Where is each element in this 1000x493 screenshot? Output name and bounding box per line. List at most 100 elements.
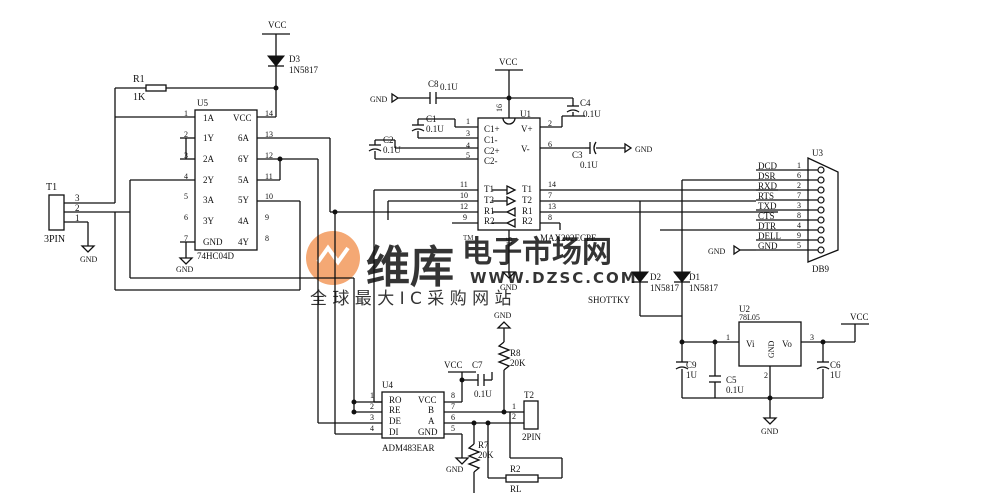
u1-pin16: 16: [495, 104, 504, 112]
d3-ref: D3: [289, 54, 300, 64]
u1-vcc-label: VCC: [499, 57, 518, 67]
u4-part: ADM483EAR: [382, 443, 435, 453]
c7-value: 0.1U: [474, 389, 492, 399]
u1-num-11: 11: [460, 180, 468, 189]
u5-pin-3y: 3Y: [203, 216, 215, 226]
u5-num-14: 14: [265, 109, 273, 118]
u5-pin-2y: 2Y: [203, 175, 215, 185]
connector-t2: T2 2PIN 1 2: [510, 390, 542, 442]
u5-pin-6a: 6A: [238, 133, 250, 143]
c4-value: 0.1U: [583, 109, 601, 119]
u5-num-4: 4: [184, 172, 188, 181]
u5-num-8: 8: [265, 234, 269, 243]
u1-num-8: 8: [548, 213, 552, 222]
u1-pin-t2in: T2: [484, 195, 494, 205]
c3-gnd-label: GND: [635, 145, 653, 154]
t1-pin1: 1: [75, 213, 80, 223]
u5-ref: U5: [197, 98, 208, 108]
c9-value: 1U: [686, 370, 698, 380]
u2-ref: U2: [739, 304, 750, 314]
u4-pin-ro: RO: [389, 395, 402, 405]
u5-pin-gnd: GND: [203, 237, 223, 247]
u1-num-4: 4: [466, 141, 470, 150]
u2-vo: Vo: [782, 339, 792, 349]
watermark-main-text: 维库: [366, 242, 454, 293]
db9-dtr: DTR: [758, 221, 776, 231]
u4-num-8: 8: [451, 391, 455, 400]
db9-num-6: 6: [797, 171, 801, 180]
u1-num-7: 7: [548, 191, 552, 200]
u5-pin-5y: 5Y: [238, 195, 250, 205]
c5-ref: C5: [726, 375, 737, 385]
db9-num-4: 4: [797, 221, 801, 230]
shottky-label: SHOTTKY: [588, 295, 630, 305]
u5-pin-4y: 4Y: [238, 237, 250, 247]
c3-value: 0.1U: [580, 160, 598, 170]
db9-num-9: 9: [797, 231, 801, 240]
d3-vcc-label: VCC: [268, 20, 287, 30]
u5-num-1: 1: [184, 109, 188, 118]
c7-ref: C7: [472, 360, 483, 370]
t2-part: 2PIN: [522, 432, 542, 442]
watermark-slogan: 全 球 最 大 I C 采 购 网 站: [310, 289, 512, 309]
u5-pin-vcc: VCC: [233, 113, 252, 123]
d2-value: 1N5817: [650, 283, 679, 293]
r8-gnd-label: GND: [494, 311, 512, 320]
d3-value: 1N5817: [289, 65, 318, 75]
watermark-url: WWW.DZSC.COM: [470, 269, 638, 287]
u2-gnd: GND: [767, 340, 776, 358]
db9-num-5: 5: [797, 241, 801, 250]
u4-pin-a: A: [428, 416, 435, 426]
watermark: 维库 电子市场网 WWW.DZSC.COM 全 球 最 大 I C 采 购 网 …: [306, 231, 638, 309]
t1-ref: T1: [46, 182, 57, 193]
c3-ref: C3: [572, 150, 583, 160]
t1-gnd-label: GND: [80, 255, 98, 264]
watermark-sub-text: 电子市场网: [462, 235, 612, 270]
u1-pin-vplus: V+: [521, 124, 533, 134]
connector-t1: T1 3PIN 3 2 1 GND: [44, 182, 130, 264]
d1-ref: D1: [689, 272, 700, 282]
ic-u5-74hc04d: U5 74HC04D 1A 1Y 2A 2Y 3A 3Y GND VCC 6A …: [114, 98, 354, 291]
watermark-tm: TM: [463, 234, 474, 242]
diode-d3: VCC D3 1N5817: [262, 20, 318, 117]
u1-num-3: 3: [466, 129, 470, 138]
capacitor-c6: C6 1U: [816, 339, 842, 398]
u1-pin-t1in: T1: [484, 184, 494, 194]
u1-pin-r2out: R2: [484, 216, 495, 226]
c8-gnd-label: GND: [370, 95, 388, 104]
c8-ref: C8: [428, 79, 439, 89]
rs232-wiring: [559, 179, 756, 272]
c5-value: 0.1U: [726, 385, 744, 395]
u1-pin-t1out: T1: [522, 184, 532, 194]
db9-dell: DELL: [758, 231, 781, 241]
connector-u3-db9: U3 DB9 DCD DSR RXD RTS TXD CTS DTR DELL …: [708, 148, 839, 274]
u5-num-2: 2: [184, 130, 188, 139]
db9-rxd: RXD: [758, 181, 778, 191]
u2-pin2: 2: [764, 371, 768, 380]
u1-pin-c2p: C2+: [484, 146, 500, 156]
c6-ref: C6: [830, 360, 841, 370]
resistor-r2: R2 RL: [485, 412, 563, 493]
u3-ref: U3: [812, 148, 823, 158]
t2-pin2: 2: [512, 412, 516, 421]
r1-value: 1K: [133, 92, 146, 103]
capacitor-c9: C9 1U: [675, 339, 698, 398]
diode-d2: D2 1N5817: [630, 271, 679, 316]
u4-pin-gnd: GND: [418, 427, 438, 437]
c8-value: 0.1U: [440, 82, 458, 92]
u1-part: MAX202ECPE: [540, 233, 597, 243]
u2-gnd-label: GND: [761, 427, 779, 436]
u2-vi: Vi: [746, 339, 755, 349]
capacitor-c2: C2 0.1U: [368, 135, 401, 160]
u1-pin-r2in: R2: [522, 216, 533, 226]
db9-dcd: DCD: [758, 161, 778, 171]
ic-u4-adm483ear: U4 ADM483EAR RO RE DE DI VCC B A GND 1 2…: [317, 138, 510, 474]
u4-num-4: 4: [370, 424, 374, 433]
u4-num-1: 1: [370, 391, 374, 400]
db9-num-2: 2: [797, 181, 801, 190]
u5-pin-4a: 4A: [238, 216, 250, 226]
u4-pin-di: DI: [389, 427, 399, 437]
u1-pin-c1p: C1+: [484, 124, 500, 134]
d2-ref: D2: [650, 272, 661, 282]
